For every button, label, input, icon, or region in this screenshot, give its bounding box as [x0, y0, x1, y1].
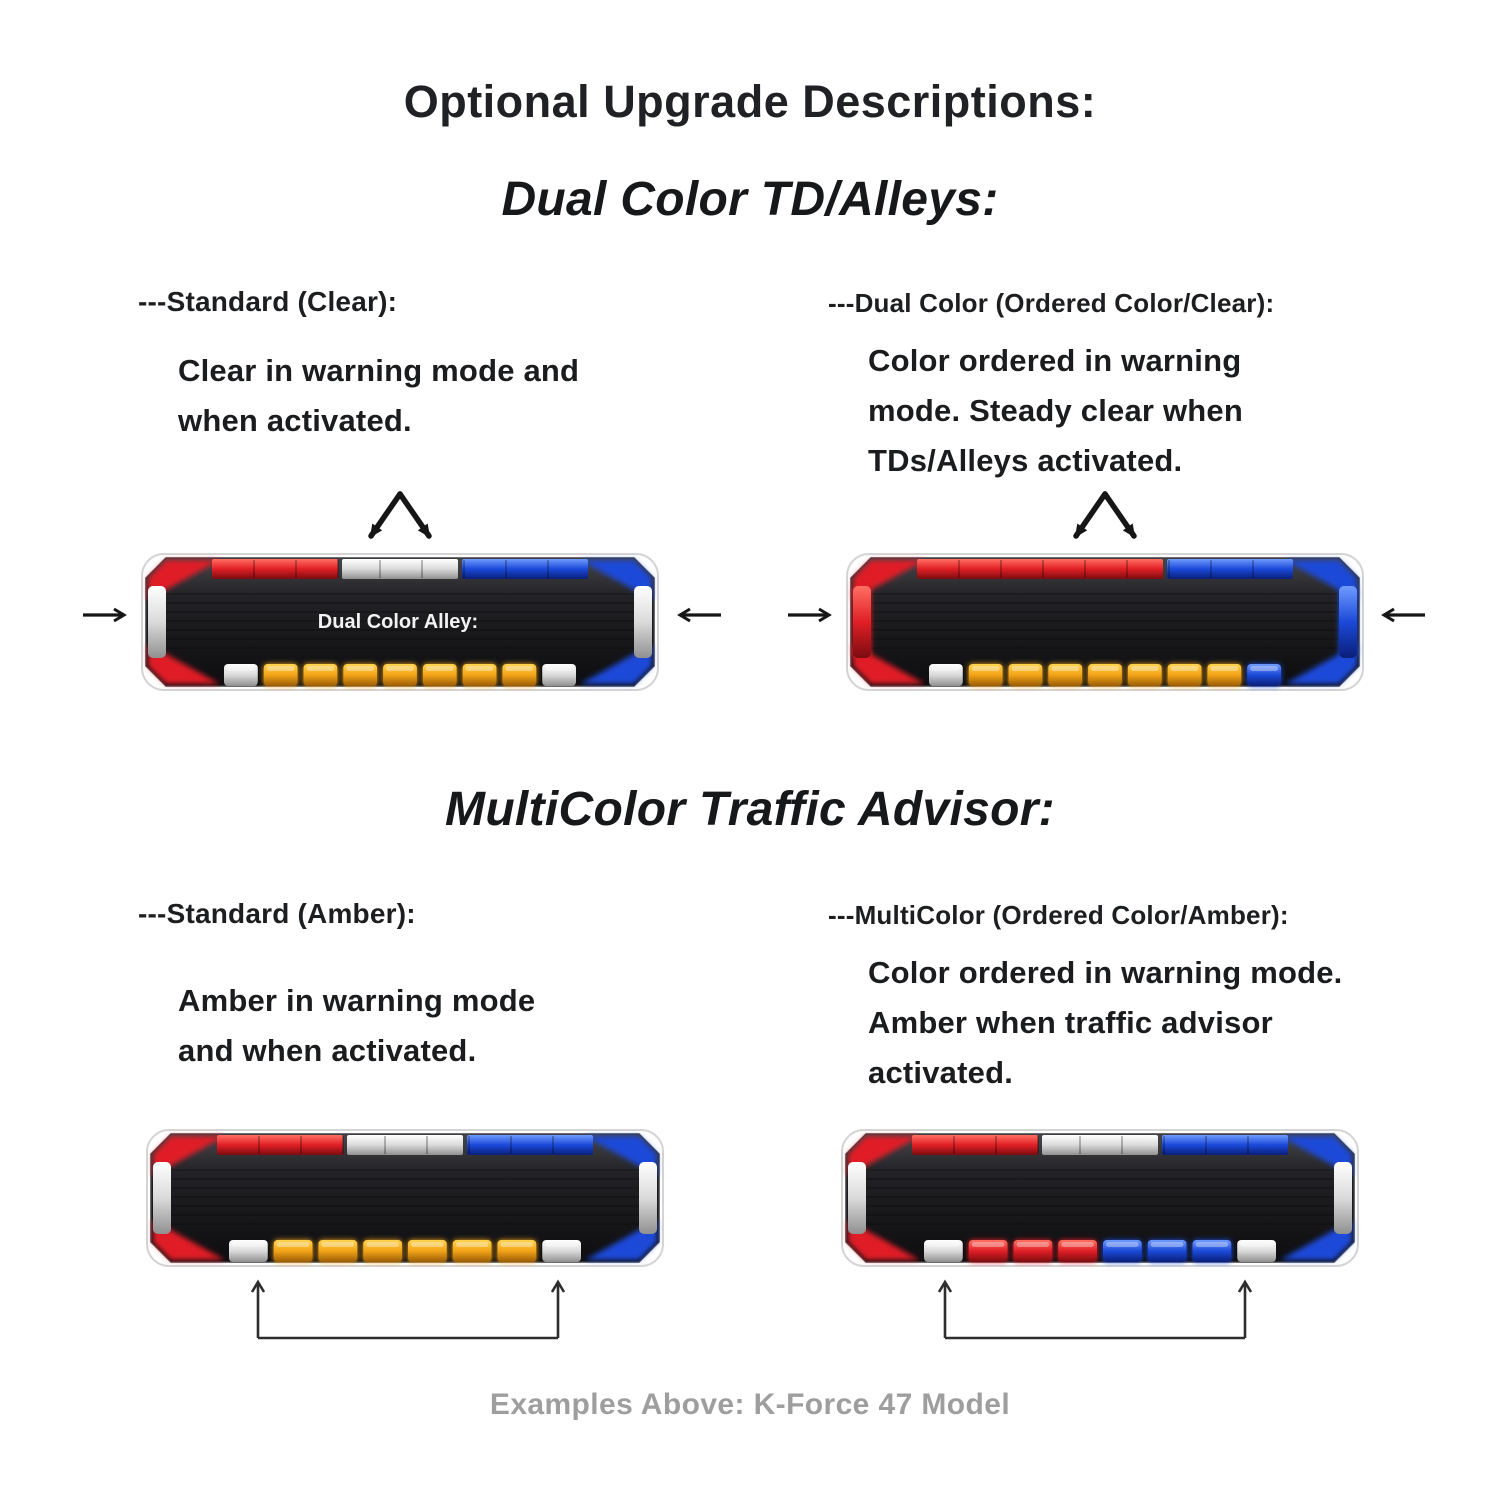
dual-color-ordered-description: Color ordered in warning mode. Steady cl…: [868, 343, 1244, 478]
multicolor-ordered-lightbar: [840, 1128, 1360, 1268]
standard-clear-description: Clear in warning mode and when activated…: [178, 353, 580, 438]
heading-multicolor-ordered: ---MultiColor (Ordered Color/Amber):: [828, 900, 1289, 930]
section-title-dual-color-td-alleys: Dual Color TD/Alleys:: [501, 173, 999, 226]
alley-down-arrows-icon: [368, 491, 432, 539]
arrow-right-icon: [83, 607, 127, 623]
heading-standard-amber: ---Standard (Amber):: [138, 898, 416, 929]
dual-color-ordered-lightbar: [845, 552, 1365, 692]
section-title-multicolor-traffic-advisor: MultiColor Traffic Advisor:: [445, 783, 1055, 836]
arrow-left-icon: [677, 607, 721, 623]
heading-dual-color-ordered: ---Dual Color (Ordered Color/Clear):: [828, 288, 1275, 318]
traffic-advisor-bracket-arrows-icon: [250, 1279, 566, 1340]
page-title: Optional Upgrade Descriptions:: [403, 76, 1097, 127]
alley-down-arrows-icon: [1073, 491, 1137, 539]
traffic-advisor-bracket-arrows-icon: [937, 1279, 1253, 1340]
heading-standard-clear: ---Standard (Clear):: [138, 286, 398, 317]
dual-color-standard-lightbar: Dual Color Alley:: [140, 552, 660, 692]
multicolor-standard-lightbar: [145, 1128, 665, 1268]
standard-amber-description: Amber in warning mode and when activated…: [178, 983, 536, 1068]
arrow-right-icon: [788, 607, 832, 623]
svg-text:Dual Color Alley:: Dual Color Alley:: [318, 611, 478, 633]
arrow-left-icon: [1381, 607, 1425, 623]
footer-caption: Examples Above: K-Force 47 Model: [489, 1388, 1011, 1421]
multicolor-ordered-description: Color ordered in warning mode. Amber whe…: [868, 955, 1343, 1090]
